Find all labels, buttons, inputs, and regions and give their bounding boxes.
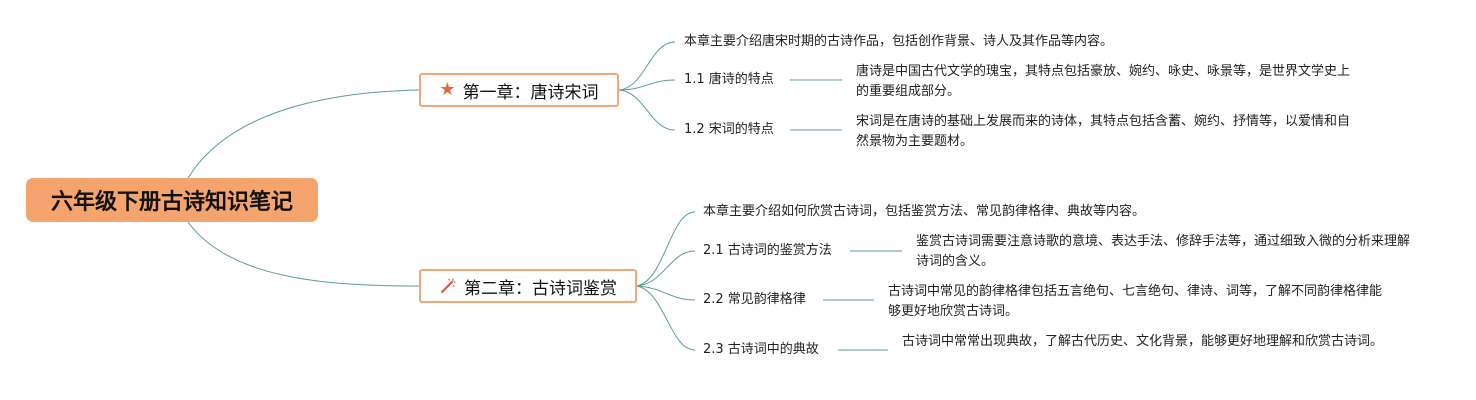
- root-title: 六年级下册古诗知识笔记: [50, 190, 293, 215]
- magic-wand-icon: [439, 277, 457, 296]
- section-2-2-detail[interactable]: 古诗词中常见的韵律格律包括五言绝句、七言绝句、律诗、词等，了解不同韵律格律能够更…: [888, 284, 1383, 319]
- link-root-ch2: [187, 221, 420, 287]
- section-2-3-label[interactable]: 2.3 古诗词中的典故: [703, 342, 819, 357]
- chapter-node-1[interactable]: ★ 第一章：唐诗宋词: [419, 73, 619, 107]
- section-1-2-detail[interactable]: 宋词是在唐诗的基础上发展而来的诗体，其特点包括含蓄、婉约、抒情等，以爱情和自然景…: [856, 114, 1351, 149]
- section-2-2-label[interactable]: 2.2 常见韵律格律: [703, 292, 806, 307]
- link-ch1-intro: [618, 41, 676, 91]
- chapter-1-intro[interactable]: 本章主要介绍唐宋时期的古诗作品，包括创作背景、诗人及其作品等内容。: [684, 34, 1114, 49]
- chapter-1-title: 第一章：唐诗宋词: [462, 82, 599, 103]
- link-ch2-s1: [636, 250, 696, 287]
- section-1-1-label[interactable]: 1.1 唐诗的特点: [684, 72, 774, 87]
- link-ch2-s3: [636, 285, 696, 351]
- star-icon: ★: [439, 79, 456, 100]
- link-root-ch1: [187, 89, 420, 179]
- section-2-1-detail[interactable]: 鉴赏古诗词需要注意诗歌的意境、表达手法、修辞手法等，通过细致入微的分析来理解诗词…: [916, 234, 1411, 269]
- root-node[interactable]: 六年级下册古诗知识笔记: [26, 178, 318, 222]
- link-ch1-s1: [618, 79, 676, 91]
- section-1-2-label[interactable]: 1.2 宋词的特点: [684, 122, 774, 137]
- link-ch2-s2: [636, 285, 696, 301]
- section-2-3-detail[interactable]: 古诗词中常常出现典故，了解古代历史、文化背景，能够更好地理解和欣赏古诗词。: [902, 334, 1384, 349]
- chapter-2-title: 第二章：古诗词鉴赏: [464, 278, 617, 299]
- chapter-2-intro[interactable]: 本章主要介绍如何欣赏古诗词，包括鉴赏方法、常见韵律格律、典故等内容。: [703, 204, 1146, 219]
- link-ch1-s2: [618, 89, 676, 131]
- link-ch2-intro: [636, 211, 696, 287]
- section-2-1-label[interactable]: 2.1 古诗词的鉴赏方法: [703, 243, 832, 258]
- chapter-node-2[interactable]: 第二章：古诗词鉴赏: [419, 269, 637, 303]
- section-1-1-detail[interactable]: 唐诗是中国古代文学的瑰宝，其特点包括豪放、婉约、咏史、咏景等，是世界文学史上的重…: [856, 64, 1351, 99]
